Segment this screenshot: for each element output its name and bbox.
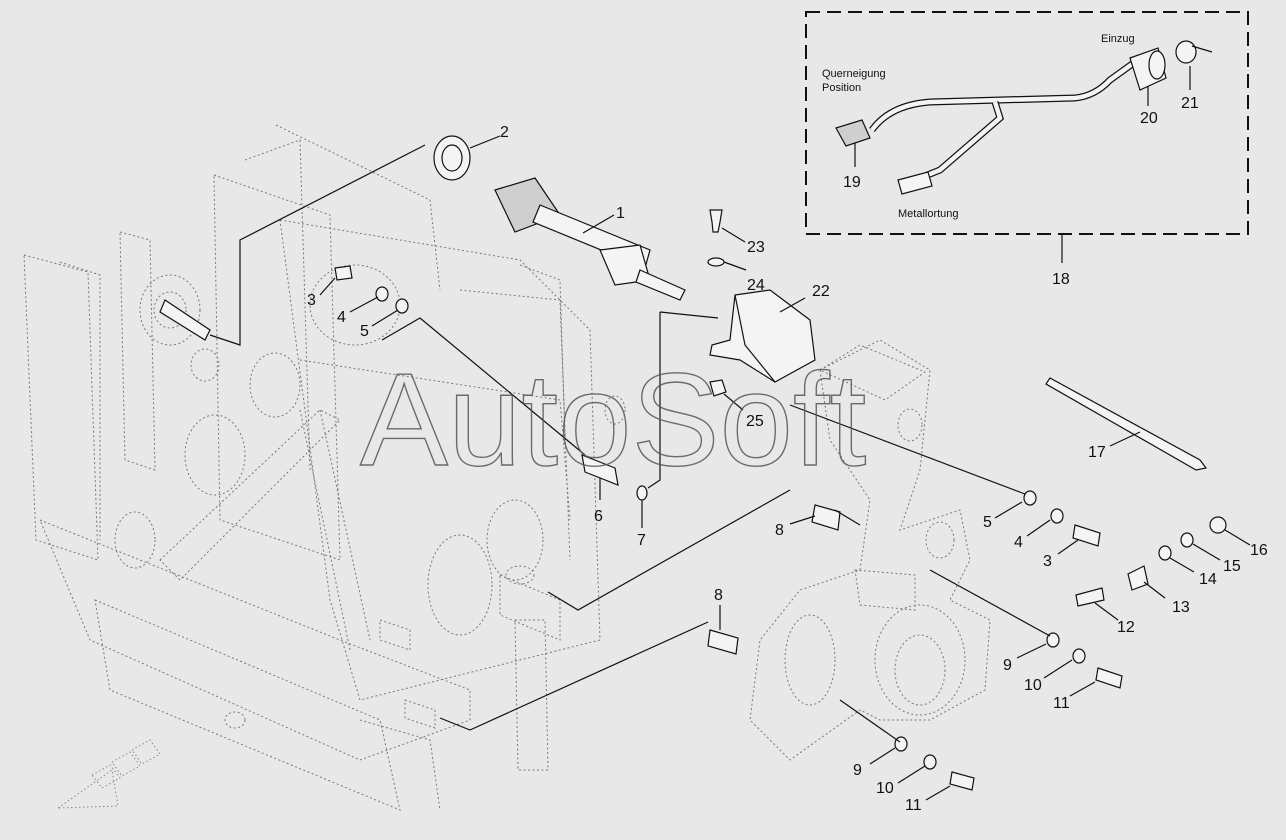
leader-lines: [209, 66, 1251, 801]
callout-8-lower: 8: [714, 587, 723, 604]
callout-numbers: 2 1 3 4 5 6 7 8 8 5 4 3 9 10 11 9 10 11 …: [307, 95, 1268, 814]
callout-9-lower: 9: [853, 762, 862, 779]
callout-24: 24: [747, 277, 765, 294]
callout-15: 15: [1223, 558, 1241, 575]
hardware-parts: [334, 265, 1227, 791]
callout-3-right: 3: [1043, 553, 1052, 570]
label-position: Position: [822, 82, 861, 94]
guard-plate: [707, 209, 816, 397]
callout-5-upper: 5: [360, 323, 369, 340]
callout-6: 6: [594, 508, 603, 525]
callout-17: 17: [1088, 444, 1106, 461]
callout-10-lower: 10: [876, 780, 894, 797]
callout-9-upper: 9: [1003, 657, 1012, 674]
callout-4-right: 4: [1014, 534, 1023, 551]
callout-25: 25: [746, 413, 764, 430]
callout-11-upper: 11: [1053, 695, 1070, 712]
label-einzug: Einzug: [1101, 33, 1135, 45]
inset-dashed-frame: [805, 11, 1249, 235]
label-metallortung: Metallortung: [898, 208, 959, 220]
callout-10-upper: 10: [1024, 677, 1042, 694]
callout-4-upper: 4: [337, 309, 346, 326]
callout-7: 7: [637, 532, 646, 549]
callout-2: 2: [500, 124, 509, 141]
harness-inset: [805, 11, 1249, 235]
label-querneigung: Querneigung: [822, 68, 886, 80]
gearbox-housing: [749, 339, 991, 761]
watermark-text: AutoSoft: [360, 346, 866, 493]
callout-14: 14: [1199, 571, 1217, 588]
machine-frame: [23, 124, 626, 811]
callout-3-upper: 3: [307, 292, 316, 309]
callout-23: 23: [747, 239, 765, 256]
callout-1: 1: [616, 205, 625, 222]
callout-16: 16: [1250, 542, 1268, 559]
callout-5-right: 5: [983, 514, 992, 531]
callout-13: 13: [1172, 599, 1190, 616]
callout-8-upper: 8: [775, 522, 784, 539]
callout-21: 21: [1181, 95, 1199, 112]
callout-11-lower: 11: [905, 797, 922, 814]
callout-19: 19: [843, 174, 861, 191]
callout-18: 18: [1052, 271, 1070, 288]
harness-text-labels: Einzug Querneigung Position Metallortung: [822, 33, 1135, 220]
drive-shaft: [159, 135, 686, 341]
callout-20: 20: [1140, 110, 1158, 127]
callout-22: 22: [812, 283, 830, 300]
callout-12: 12: [1117, 619, 1135, 636]
